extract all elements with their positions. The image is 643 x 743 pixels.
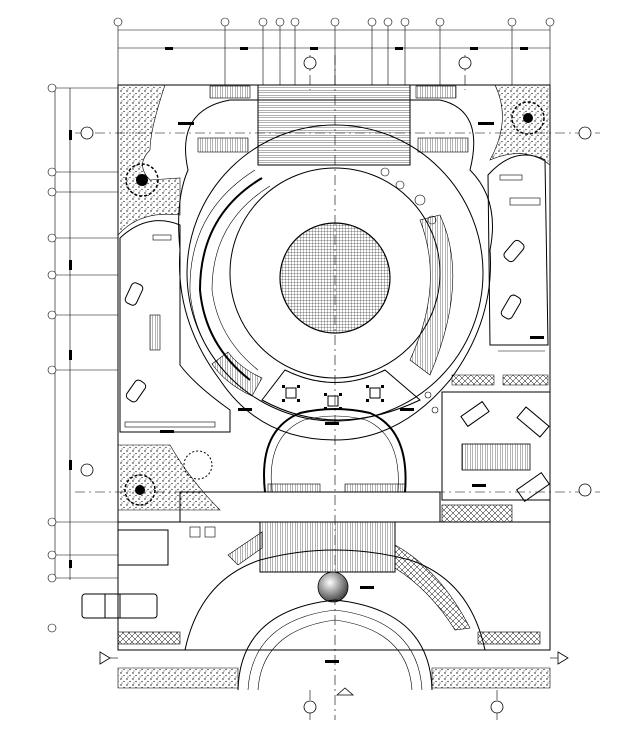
left-sign [152,234,172,241]
garden-upper-right [489,84,551,166]
lower-site-boundary [117,522,551,651]
left-dimension-lines [47,83,118,633]
garden-strip-bottom [117,667,239,689]
tree-lower-left [124,450,213,506]
garden-lower-left [117,444,221,511]
top-dimension-lines [113,17,555,85]
planter-bottom-left [117,631,181,645]
entrance-stairs [259,521,396,573]
entry-arrow-icon [99,651,569,696]
radial-stairs-left [211,351,263,397]
right-parking-area [487,154,549,346]
garden-upper-left [117,84,181,236]
car-icon [124,282,147,403]
side-stair-right [417,137,469,153]
plant-row [451,374,549,386]
entrance-court-outer [184,549,486,651]
axis-bubbles [80,56,592,714]
hatched-strip [441,504,513,523]
left-parking-slot [149,314,161,351]
plaza-walkway [178,99,493,441]
shrub-icons [380,167,439,414]
right-sign [499,174,523,181]
central-paving-circle [279,222,391,334]
radial-stairs-right [409,214,454,376]
lower-bench-left [267,483,321,493]
planter-bottom-right [477,631,541,645]
stair-landing-left [209,85,251,99]
car-icon [500,239,525,320]
side-stair-left [197,137,249,153]
entrance-hatched-right [394,544,471,631]
table-terrace [261,369,421,421]
tree-upper-right [511,101,545,135]
garden-strip-bottom-right [431,667,551,689]
fountain-ball [317,571,349,603]
entrance-court-inner [237,599,433,691]
car-icon [81,593,158,619]
plaza-outer-ring [186,124,484,422]
lower-arch [263,408,407,493]
stair-landing-right [415,85,457,99]
lower-left-building [117,529,169,566]
entrance-side-stair-left [227,531,263,566]
seating-area [441,391,551,501]
left-parking-area [119,220,231,433]
lounge-chair [460,400,550,503]
seating-bench [461,443,531,471]
left-bench [124,421,216,428]
tree-upper-left [125,163,159,197]
lower-bench-right [344,483,406,493]
level-marker-icons [160,122,544,663]
right-sign-2 [509,197,541,206]
base-platform [179,491,441,523]
table-set [285,387,381,407]
